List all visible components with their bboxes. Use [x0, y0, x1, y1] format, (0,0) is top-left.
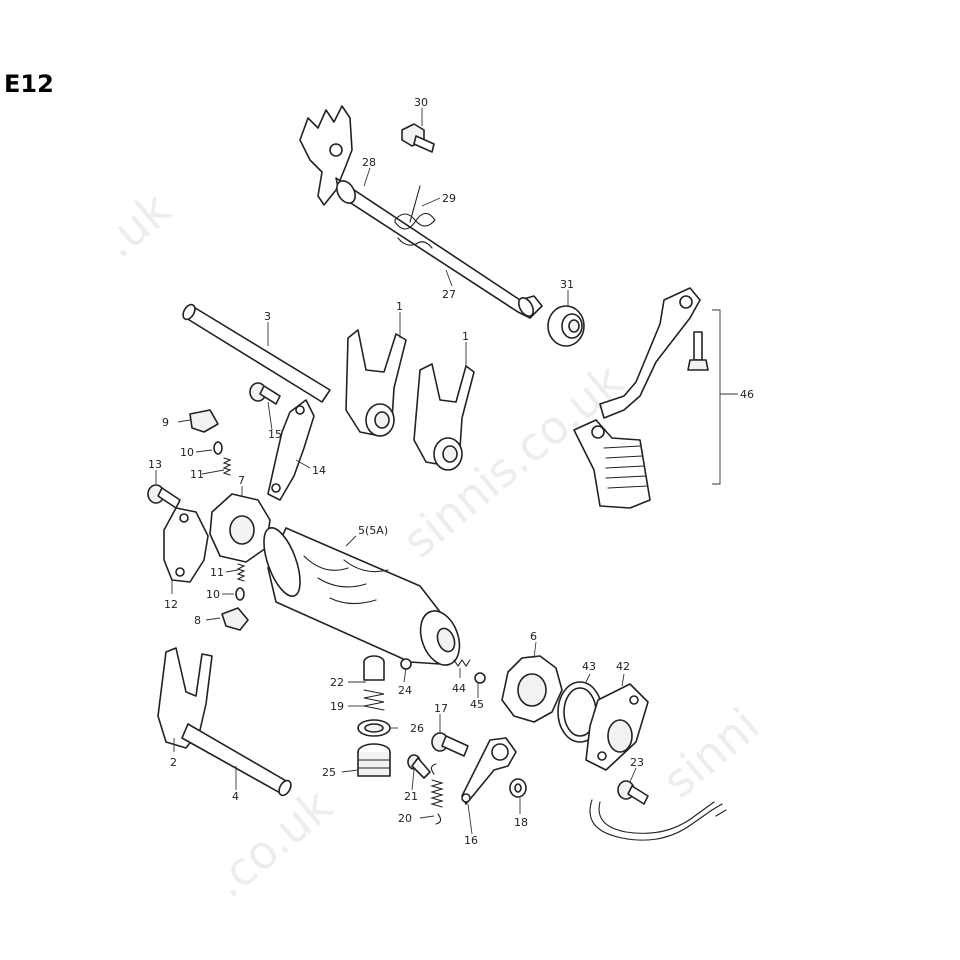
part-8-stopper — [221, 607, 249, 631]
callout-10a: 10 — [180, 446, 194, 459]
callout-16: 16 — [464, 834, 478, 847]
callout-11a: 11 — [190, 468, 204, 481]
part-10-pin-lower — [235, 587, 245, 601]
callout-14: 14 — [312, 464, 326, 477]
callout-28: 28 — [362, 156, 376, 169]
part-16-stopper-arm — [461, 737, 517, 805]
callout-31: 31 — [560, 278, 574, 291]
callout-11b: 11 — [210, 566, 224, 579]
svg-text:.co.uk: .co.uk — [202, 778, 342, 908]
callout-20: 20 — [398, 812, 412, 825]
part-44-spring — [453, 659, 471, 667]
part-12-plate — [163, 507, 209, 583]
leader-lines — [155, 108, 637, 835]
callout-9: 9 — [162, 416, 169, 429]
part-9-stopper — [189, 409, 219, 433]
part-18-washer — [509, 778, 527, 798]
part-6-gear-star — [501, 655, 563, 723]
part-14-plate — [267, 399, 315, 501]
part-23-bolt — [617, 780, 649, 805]
callout-15: 15 — [268, 428, 282, 441]
part-2-shift-fork — [157, 647, 213, 749]
callout-46: 46 — [740, 388, 754, 401]
part-22-plunger — [363, 655, 385, 681]
part-17-bolt — [431, 732, 469, 757]
callout-5: 5(5A) — [358, 524, 388, 537]
part-13-bolt — [147, 484, 181, 509]
page-title: E12 — [4, 70, 54, 98]
callout-1b: 1 — [462, 330, 469, 343]
callout-8: 8 — [194, 614, 201, 627]
callout-17: 17 — [434, 702, 448, 715]
callout-6: 6 — [530, 630, 537, 643]
callout-19: 19 — [330, 700, 344, 713]
callout-21: 21 — [404, 790, 418, 803]
callout-4: 4 — [232, 790, 239, 803]
callout-13: 13 — [148, 458, 162, 471]
callout-27: 27 — [442, 288, 456, 301]
callout-26: 26 — [410, 722, 424, 735]
part-1-shift-fork-b — [413, 363, 475, 471]
part-24-pin — [400, 658, 412, 670]
callout-25: 25 — [322, 766, 336, 779]
part-21-bolt — [407, 754, 431, 779]
callout-2: 2 — [170, 756, 177, 769]
callout-44: 44 — [452, 682, 466, 695]
part-5-shift-drum — [263, 527, 461, 666]
part-28-shift-shaft — [299, 105, 543, 319]
callout-labels: 30 28 29 27 31 3 1 1 46 9 10 11 13 7 15 … — [148, 96, 754, 847]
part-30-bolt — [401, 123, 435, 153]
part-25-plug — [357, 743, 391, 777]
callout-45: 45 — [470, 698, 484, 711]
part-46-gear-pedal — [573, 287, 738, 509]
part-42-neutral-switch — [585, 683, 649, 771]
svg-text:sinni: sinni — [652, 698, 769, 809]
callout-29: 29 — [442, 192, 456, 205]
callout-7: 7 — [238, 474, 245, 487]
part-11-spring-lower — [236, 563, 246, 582]
part-20-spring — [430, 763, 444, 825]
callout-30: 30 — [414, 96, 428, 109]
callout-12: 12 — [164, 598, 178, 611]
callout-1a: 1 — [396, 300, 403, 313]
callout-22: 22 — [330, 676, 344, 689]
callout-3: 3 — [264, 310, 271, 323]
callout-42: 42 — [616, 660, 630, 673]
part-3-rod — [182, 303, 331, 403]
part-1-shift-fork-a — [345, 329, 407, 437]
part-10-pin-upper — [213, 441, 223, 455]
part-19-spring — [363, 689, 385, 711]
part-7-segment — [209, 493, 271, 563]
callout-10b: 10 — [206, 588, 220, 601]
callout-18: 18 — [514, 816, 528, 829]
part-45-pin — [474, 672, 486, 684]
callout-23: 23 — [630, 756, 644, 769]
part-15-bolt — [249, 382, 281, 405]
part-4-fork-shaft — [181, 723, 292, 797]
part-31-bearing — [547, 305, 585, 347]
svg-text:.uk: .uk — [92, 182, 181, 269]
callout-43: 43 — [582, 660, 596, 673]
part-26-washer — [357, 719, 391, 737]
wiring-harness — [589, 799, 727, 841]
part-29-spring — [394, 185, 436, 249]
callout-24: 24 — [398, 684, 412, 697]
part-11-spring-upper — [222, 457, 232, 476]
